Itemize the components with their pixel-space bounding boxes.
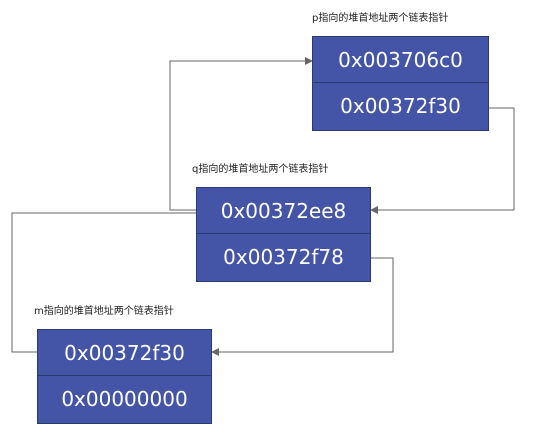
m-node-caption: m指向的堆首地址两个链表指针: [34, 306, 174, 317]
p-node-caption: p指向的堆首地址两个链表指针: [312, 13, 449, 24]
arrow-p-next-to-q: [370, 107, 515, 214]
m-heap-node: 0x00372f30 0x00000000: [37, 329, 212, 424]
arrow-q-prev-to-p: [169, 57, 313, 211]
arrow-m-prev-to-q: [11, 212, 196, 353]
p-next-pointer-cell: 0x00372f30: [340, 94, 461, 118]
p-heap-node: 0x003706c0 0x00372f30: [312, 36, 489, 131]
p-prev-pointer-cell: 0x003706c0: [313, 37, 488, 83]
q-heap-node: 0x00372ee8 0x00372f78: [196, 187, 371, 282]
arrow-q-next-to-m: [211, 257, 394, 356]
m-prev-pointer-cell: 0x00372f30: [38, 330, 211, 376]
q-next-pointer-cell: 0x00372f78: [223, 245, 344, 269]
q-prev-pointer-cell: 0x00372ee8: [197, 188, 370, 234]
q-node-caption: q指向的堆首地址两个链表指针: [192, 164, 329, 175]
m-next-pointer-cell: 0x00000000: [61, 387, 188, 411]
